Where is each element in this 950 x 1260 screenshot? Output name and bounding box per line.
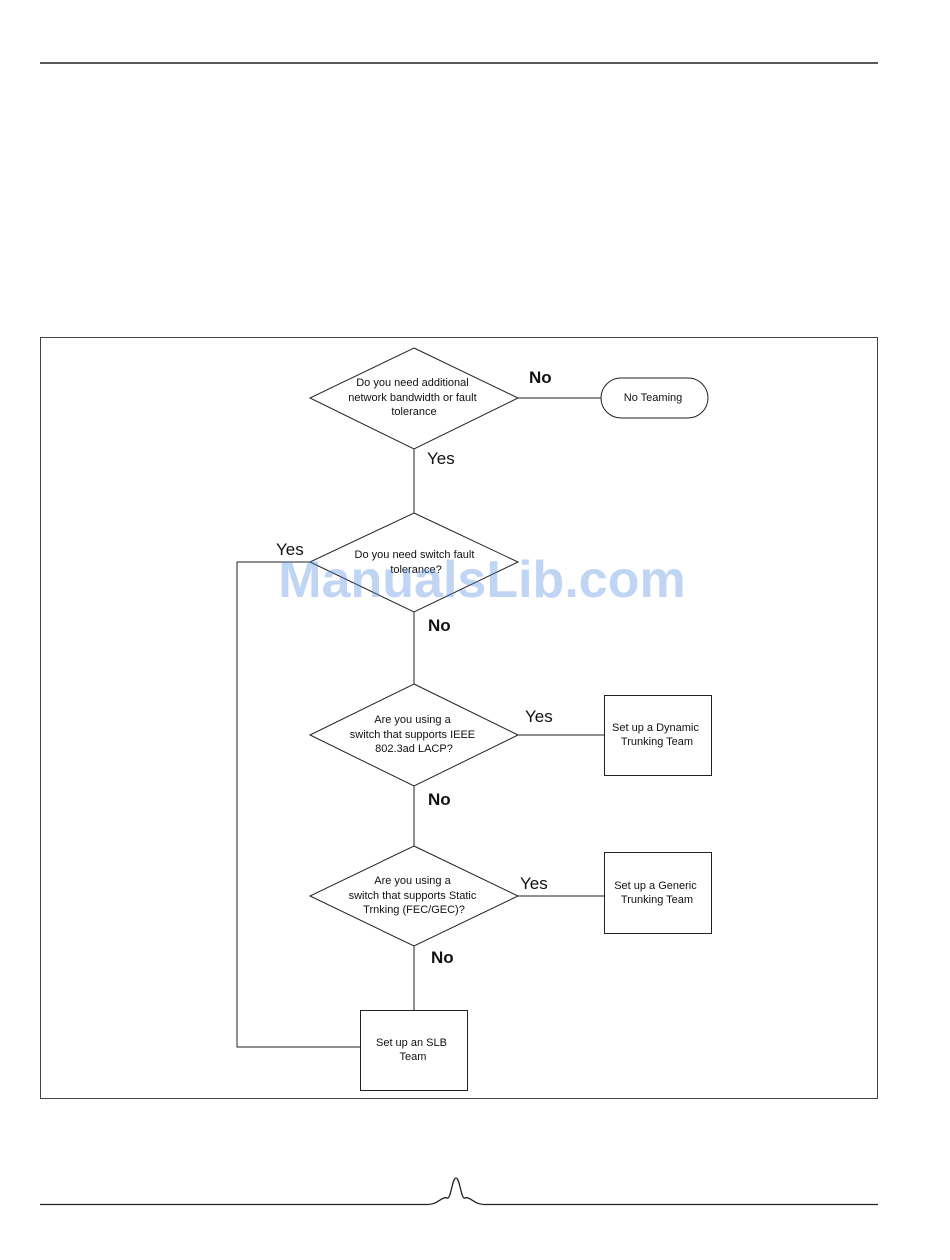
decision-bandwidth-text: Do you need additional network bandwidth… xyxy=(348,377,479,418)
label-switch-fault-yes: Yes xyxy=(276,540,304,559)
label-lacp-no: No xyxy=(428,790,451,809)
decision-lacp-text: Are you using a switch that supports IEE… xyxy=(350,714,478,755)
diagram-frame xyxy=(40,337,878,1099)
decision-static xyxy=(308,845,520,947)
decision-static-text: Are you using a switch that supports Sta… xyxy=(349,875,480,916)
label-lacp-yes: Yes xyxy=(525,707,553,726)
decision-switch-fault xyxy=(308,512,520,613)
process-dynamic-team-text: Set up a Dynamic Trunking Team xyxy=(612,722,702,748)
process-slb-team xyxy=(360,1010,468,1091)
process-generic-team xyxy=(604,852,712,934)
process-dynamic-team xyxy=(604,695,712,776)
process-generic-team-text: Set up a Generic Trunking Team xyxy=(614,880,700,906)
process-slb-team-text: Set up an SLB Team xyxy=(376,1037,450,1063)
label-switch-fault-no: No xyxy=(428,616,451,635)
label-bandwidth-yes: Yes xyxy=(427,449,455,468)
decision-lacp xyxy=(308,683,520,787)
decision-bandwidth xyxy=(308,347,520,450)
label-bandwidth-no: No xyxy=(529,368,552,387)
label-static-yes: Yes xyxy=(520,874,548,893)
footer-logo-rule xyxy=(40,1177,878,1206)
terminal-no-teaming xyxy=(600,377,709,419)
decision-switch-fault-text: Do you need switch fault tolerance? xyxy=(355,549,478,576)
label-static-no: No xyxy=(431,948,454,967)
watermark-text: ManualsLib.com xyxy=(278,551,685,609)
edge-switch-fault-yes xyxy=(236,561,360,1048)
terminal-no-teaming-text: No Teaming xyxy=(624,392,683,404)
